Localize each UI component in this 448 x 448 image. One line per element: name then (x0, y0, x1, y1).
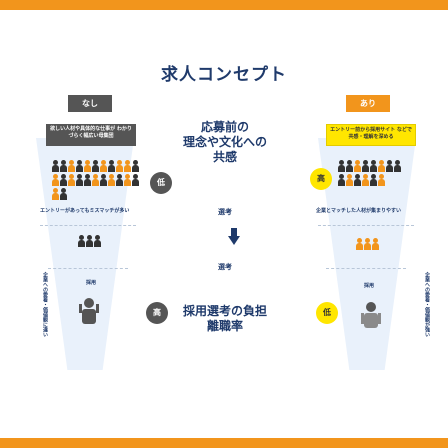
right-divider-2 (326, 268, 406, 269)
right-hired-person-icon (361, 302, 381, 328)
left-divider-2 (48, 268, 128, 269)
right-burden-level-badge: 低 (316, 302, 338, 324)
bottom-accent-bar (0, 438, 448, 448)
page-title: 求人コンセプト (161, 65, 287, 85)
right-people-group-large (338, 160, 408, 188)
right-empathy-level-badge: 高 (310, 168, 332, 190)
burden-label: 採用選考の負担離職率 (182, 304, 267, 333)
left-vertical-note: 企業への愛着・価値観に違い (42, 272, 48, 337)
right-divider (318, 225, 414, 226)
top-accent-bar (0, 0, 448, 10)
without-tag: なし (68, 95, 112, 112)
left-people-group-medium (78, 235, 108, 249)
right-entry-note: 企業とマッチした人材が集まりやすい (316, 208, 402, 214)
left-hired-person-icon (79, 298, 99, 324)
right-people-group-medium (356, 238, 386, 252)
left-hire-label: 採用 (86, 280, 97, 286)
without-description-box: 欲しい人材や具体的な仕事が わかりづらく幅広い母集団 (46, 124, 136, 146)
right-vertical-note: 企業への愛着・価値観が強い (424, 272, 430, 337)
left-empathy-level-badge: 低 (150, 172, 172, 194)
concept-label: 応募前の理念や文化への共感 (182, 120, 267, 164)
left-divider (40, 225, 136, 226)
down-arrow-icon (228, 236, 240, 245)
right-hire-label: 採用 (364, 283, 375, 289)
left-burden-level-badge: 高 (146, 302, 168, 324)
with-description-box: エントリー前から採用サイト などで共感・理解を深める (326, 124, 416, 146)
with-tag: あり (346, 95, 390, 112)
selection-stage-1: 選考 (218, 208, 232, 216)
down-arrow-stem (231, 228, 237, 236)
left-entry-note: エントリーがあってもミスマッチが多い (40, 208, 130, 214)
selection-stage-2: 選考 (218, 263, 232, 271)
left-people-group-large (52, 160, 142, 202)
